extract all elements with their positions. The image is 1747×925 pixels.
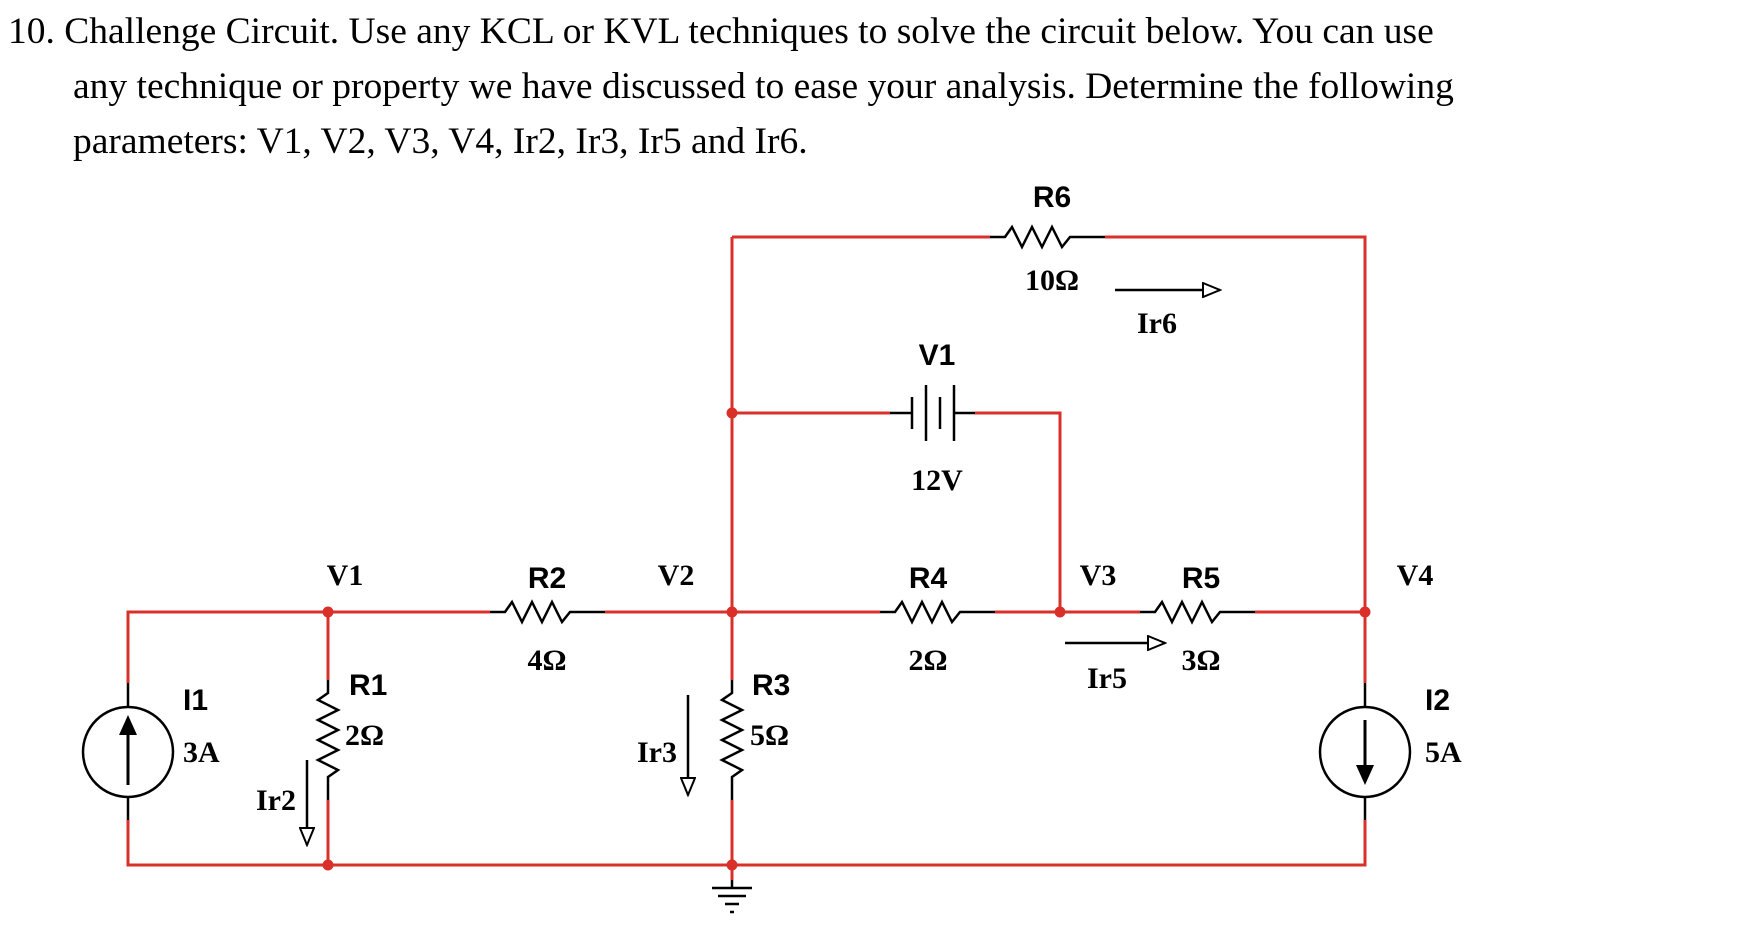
current-source-i1 — [81, 683, 175, 820]
node-v4-label: V4 — [1397, 559, 1434, 592]
ir3-label: Ir3 — [637, 736, 677, 769]
node-v3-dot — [1054, 606, 1066, 618]
battery-v1-label: V1 — [919, 339, 956, 372]
junction-dots — [322, 407, 1371, 871]
ir6-label: Ir6 — [1137, 307, 1177, 340]
ir5-label: Ir5 — [1087, 662, 1127, 695]
r2-value: 4Ω — [527, 644, 566, 677]
battery-v1-value: 12V — [911, 464, 963, 497]
r3-value: 5Ω — [750, 719, 789, 752]
battery-v1 — [890, 385, 975, 441]
node-v1-label: V1 — [327, 559, 364, 592]
node-ground-dot — [726, 859, 738, 871]
resistor-r1 — [315, 680, 341, 800]
problem-line-1: 10. Challenge Circuit. Use any KCL or KV… — [8, 11, 1434, 52]
resistor-r4 — [880, 599, 995, 625]
resistor-r6 — [990, 224, 1105, 250]
r4-label: R4 — [909, 562, 948, 595]
i2-value: 5A — [1425, 736, 1462, 769]
node-v2-dot — [726, 606, 738, 618]
problem-statement: 10. Challenge Circuit. Use any KCL or KV… — [8, 4, 1743, 169]
r5-label: R5 — [1182, 562, 1220, 595]
r2-label: R2 — [528, 562, 566, 595]
node-top-dot — [726, 407, 738, 419]
problem-line-3: parameters: V1, V2, V3, V4, Ir2, Ir3, Ir… — [73, 121, 808, 162]
r6-value: 10Ω — [1025, 264, 1079, 297]
resistor-r2 — [490, 599, 605, 625]
node-bottom-left-dot — [322, 859, 334, 871]
r3-label: R3 — [752, 669, 790, 702]
node-v2-label: V2 — [658, 559, 695, 592]
i1-value: 3A — [183, 736, 220, 769]
ground-icon — [712, 880, 752, 914]
node-v4-dot — [1359, 606, 1371, 618]
r6-label: R6 — [1033, 181, 1071, 214]
r4-value: 2Ω — [908, 644, 947, 677]
r1-value: 2Ω — [345, 719, 384, 752]
resistor-r3 — [719, 680, 745, 800]
node-v1-dot — [322, 606, 334, 618]
wires — [126, 235, 1367, 880]
i1-label: I1 — [183, 684, 208, 717]
node-v3-label: V3 — [1080, 559, 1117, 592]
ir2-label: Ir2 — [256, 784, 296, 817]
r5-value: 3Ω — [1181, 644, 1220, 677]
problem-line-2: any technique or property we have discus… — [73, 66, 1454, 107]
r1-label: R1 — [349, 669, 387, 702]
resistor-r5 — [1140, 599, 1255, 625]
current-source-i2 — [1318, 683, 1412, 820]
i2-label: I2 — [1425, 684, 1450, 717]
